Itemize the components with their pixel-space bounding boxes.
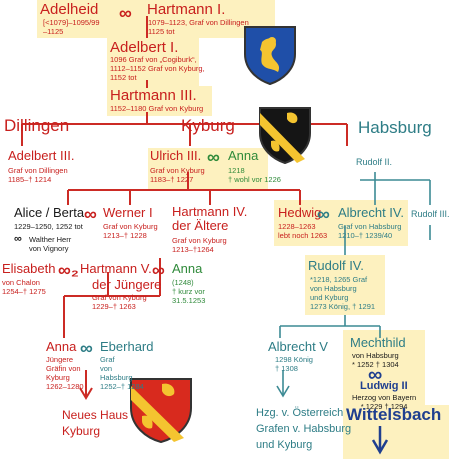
person-adelheid-name: Adelheid <box>40 1 99 18</box>
highlight-top <box>37 0 275 38</box>
marriage-icon: ∞ <box>84 204 97 224</box>
house-habsburg: Habsburg <box>358 118 432 137</box>
person-anna1-info: 1218 † wohl vor 1226 <box>228 166 281 184</box>
person-hartmann3-info: 1152–1180 Graf von Kyburg <box>110 104 204 113</box>
person-adelbert3-info: Graf von Dillingen 1185–† 1214 <box>8 166 68 184</box>
highlight-rudolf4 <box>305 255 385 315</box>
person-elisabeth-name: Elisabeth <box>2 261 56 276</box>
person-hartmann4-info: Graf von Kyburg 1213–†1264 <box>172 236 227 254</box>
person-anna2-info: (1248) † kurz vor 31.5.1253 <box>172 278 206 305</box>
person-rudolf2-name: Rudolf II. <box>356 157 393 167</box>
house-neues-haus-kyburg: Neues Haus Kyburg <box>62 408 129 438</box>
person-eberhard-info: Graf von Habsburg 1252–† 1284 <box>100 355 144 391</box>
person-eberhard-name: Eberhard <box>100 339 154 354</box>
person-anna3-name: Anna <box>46 339 77 354</box>
marriage-icon: ∞ <box>80 338 93 358</box>
person-elisabeth-info: von Chalon 1254–† 1275 <box>2 278 46 296</box>
person-ludwig2-info: Herzog von Bayern * 1229 † 1294 <box>352 393 417 411</box>
marriage-icon: ∞₂ <box>58 260 79 280</box>
person-mechthild-info: von Habsburg * 1252 † 1304 <box>352 351 399 369</box>
highlight-ulrich <box>148 148 268 190</box>
kyburg-shield-icon <box>259 107 311 165</box>
person-rudolf4-info: *1218, 1265 Graf von Habsburg und Kyburg… <box>310 275 376 311</box>
person-hedwig-info: 1228–1263 lebt noch 1263 <box>278 222 328 240</box>
house-wittelsbach: Wittelsbach <box>346 405 442 424</box>
person-adelbert3-name: Adelbert III. <box>8 148 75 163</box>
marriage-icon: ∞ <box>119 3 132 23</box>
person-albrecht4-info: Graf von Habsburg 1210–† 1239/40 <box>338 222 402 240</box>
person-rudolf4-name: Rudolf IV. <box>308 258 364 273</box>
person-alice-name: Alice / Berta <box>14 205 85 220</box>
dillingen-shield-icon <box>244 26 296 86</box>
highlight-hedwig-albrecht <box>274 200 408 246</box>
person-rudolf3-name: Rudolf III. <box>411 209 450 219</box>
person-ulrich3-info: Graf von Kyburg 1183–† 1227 <box>150 166 205 184</box>
person-werner1-info: Graf von Kyburg 1213–† 1228 <box>103 222 158 240</box>
person-hartmann1-name: Hartmann I. <box>147 1 226 18</box>
person-hartmann1-info: 1079–1123, Graf von Dillingen 1125 tot <box>148 18 249 36</box>
house-dillingen: Dillingen <box>4 116 70 135</box>
marriage-icon: ∞ <box>207 147 220 167</box>
highlight-wittelsbach <box>343 405 449 459</box>
person-albrecht5-info: 1298 König † 1308 <box>275 355 313 373</box>
person-hartmann5-name2: der Jüngere <box>92 277 162 292</box>
person-ulrich3-name: Ulrich III. <box>150 148 202 163</box>
person-anna3-info: Jüngere Gräfin von Kyburg 1262–1280 <box>46 355 84 391</box>
person-albrecht4-name: Albrecht IV. <box>338 205 405 220</box>
person-adelheid-info: [<1079]–1095/99 –1125 <box>43 18 100 36</box>
person-hartmann4-name: Hartmann IV. der Ältere <box>172 204 248 234</box>
person-werner1-name: Werner I <box>103 205 153 220</box>
person-hartmann3-name: Hartmann III. <box>110 87 197 104</box>
person-adelbert1-name: Adelbert I. <box>110 39 179 56</box>
habsburg-kyburg-shield-icon <box>130 378 192 444</box>
person-hedwig-name: Hedwig <box>278 205 322 220</box>
person-hartmann5-name: Hartmann V. <box>80 261 152 276</box>
person-albrecht5-name: Albrecht V <box>268 339 328 354</box>
marriage-icon: ∞ <box>152 260 165 280</box>
person-hartmann5-info: Graf von Kyburg 1229–† 1263 <box>92 293 147 311</box>
person-anna1-name: Anna <box>228 148 259 163</box>
person-mechthild-name: Mechthild <box>350 335 406 350</box>
person-alice-spouse: Walther Herr von Vignory <box>29 235 72 253</box>
marriage-icon: ∞ <box>317 204 330 224</box>
person-ludwig2-name: Ludwig II <box>360 380 408 392</box>
marriage-icon: ∞ <box>14 233 22 245</box>
person-anna2-name: Anna <box>172 261 203 276</box>
person-alice-info: 1229–1250, 1252 tot <box>14 222 83 231</box>
house-kyburg: Kyburg <box>181 116 235 135</box>
person-adelbert1-info: 1096 Graf von „Cogiburk“, 1112–1152 Graf… <box>110 55 205 82</box>
highlight-hartmann3 <box>107 86 212 116</box>
house-hzg-oesterreich: Hzg. v. Österreich Grafen v. Habsburg un… <box>256 407 352 451</box>
marriage-icon: ∞ <box>368 364 383 386</box>
